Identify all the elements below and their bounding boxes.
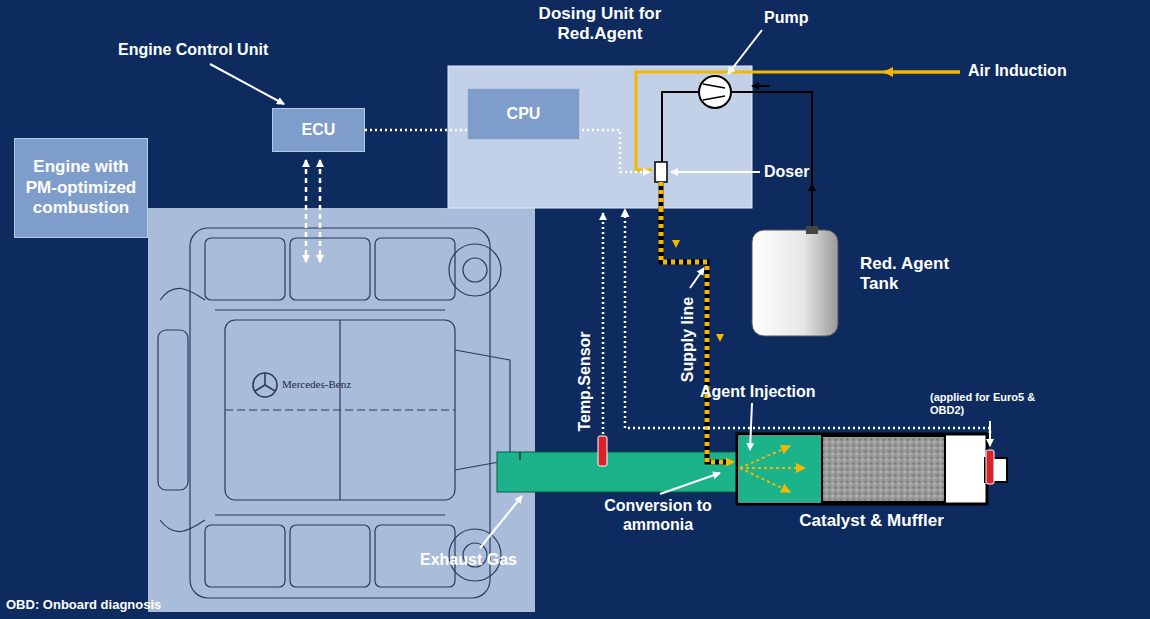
engine-illustration [160,288,205,300]
callout-label: Exhaust Gas [420,550,530,569]
callout-label: Temp.Sensor [575,332,594,432]
leader-lines [210,64,284,104]
ecu-engine-link [319,160,322,262]
arrow-head [726,458,735,467]
engine-illustration [158,330,188,490]
callout-label: Pump [764,8,824,27]
pipe-mark [519,452,521,460]
leader-lines [989,421,991,446]
agent-pipe [731,92,812,230]
spray-arrows [740,468,790,492]
flow-arrow [752,85,770,87]
pump-symbol [699,76,731,108]
callout-label: OBD: Onboard diagnosis [6,597,206,613]
node-label: Catalyst & Muffler [735,511,1008,531]
temp-signal [602,213,605,434]
engine-illustration [290,238,370,300]
arrow-head [621,208,630,217]
leader-lines [660,473,720,494]
spray-arrows [740,446,790,468]
callout-label: Conversion to ammonia [598,496,718,534]
ecu-engine-link [306,160,320,262]
flow-arrow [811,184,813,200]
callout-label: Supply line [678,292,697,388]
engine-illustration [190,228,490,598]
engine-illustration [215,309,445,310]
engine-illustration [225,320,455,500]
supply-line [661,208,729,462]
signal-line [365,129,467,132]
engine-illustration [449,244,501,296]
nox-sensor [986,450,994,484]
temp-sensor [598,436,607,466]
engine-illustration [205,525,285,587]
engine-illustration [255,373,275,391]
supply-inside [659,182,664,208]
spray-arrows [740,446,805,492]
engine-illustration [463,258,487,282]
tank-shape [752,230,838,336]
engine-illustration [253,373,277,397]
leader-lines [671,171,760,173]
signal-connector [365,130,467,131]
node-label: ECU [302,120,336,139]
arrow-head [672,240,680,248]
engine-illustration [148,208,535,612]
supply-inside [659,182,664,208]
dosing-unit: Dosing Unit for Red.AgentCPU [448,66,752,208]
air-induction-line [636,72,960,170]
catalyst-body [737,434,987,504]
engine-illustration [148,208,535,612]
supply-line [661,208,729,462]
leader-lines [750,403,752,450]
engine-illustration [215,514,445,515]
engine-illustration [205,238,285,300]
catalyst-inlet [739,436,822,502]
node-label: Dosing Unit for Red.Agent [498,4,702,45]
engine-illustration [160,520,205,532]
callout-label: Doser [764,162,834,181]
cpu-doser-signal [582,130,650,172]
catalyst-node: Catalyst & Muffler [735,433,1008,537]
dosing-panel [448,66,752,208]
engine-illustration [339,320,340,500]
leader-lines [728,30,762,74]
brand-mark: Mercedes-Benz [282,378,372,391]
pump-symbol [703,84,725,100]
arrow-head [716,334,724,342]
ecu-box: ECU [272,108,365,152]
catalyst-core [822,436,945,502]
tank-node: Red. Agent Tank [752,228,967,338]
leader-lines [480,496,522,548]
engine-box: Engine with PM-optimized combustion [14,138,148,238]
node-label: Red. Agent Tank [860,254,964,295]
node-label: Engine with PM-optimized combustion [21,157,141,218]
exhaust-pipe [497,452,737,492]
leader-lines [210,30,990,548]
spray-arrows [740,467,805,469]
doser-symbol [655,162,667,182]
callout-label: (applied for Euro5 & OBD2) [930,391,1048,417]
leader-lines [690,268,704,288]
callout-label: Air Induction [968,61,1098,80]
engine-illustration [290,525,370,587]
callout-label: Engine Control Unit [118,40,288,59]
tank-cap [806,226,818,234]
air-arrow [884,71,960,74]
cpu-box: CPU [467,88,580,140]
engine-illustration [375,238,455,300]
node-label: CPU [507,104,541,123]
agent-pipe [662,92,699,162]
ecu-engine-link [305,160,308,262]
callout-label: Agent Injection [700,382,830,401]
